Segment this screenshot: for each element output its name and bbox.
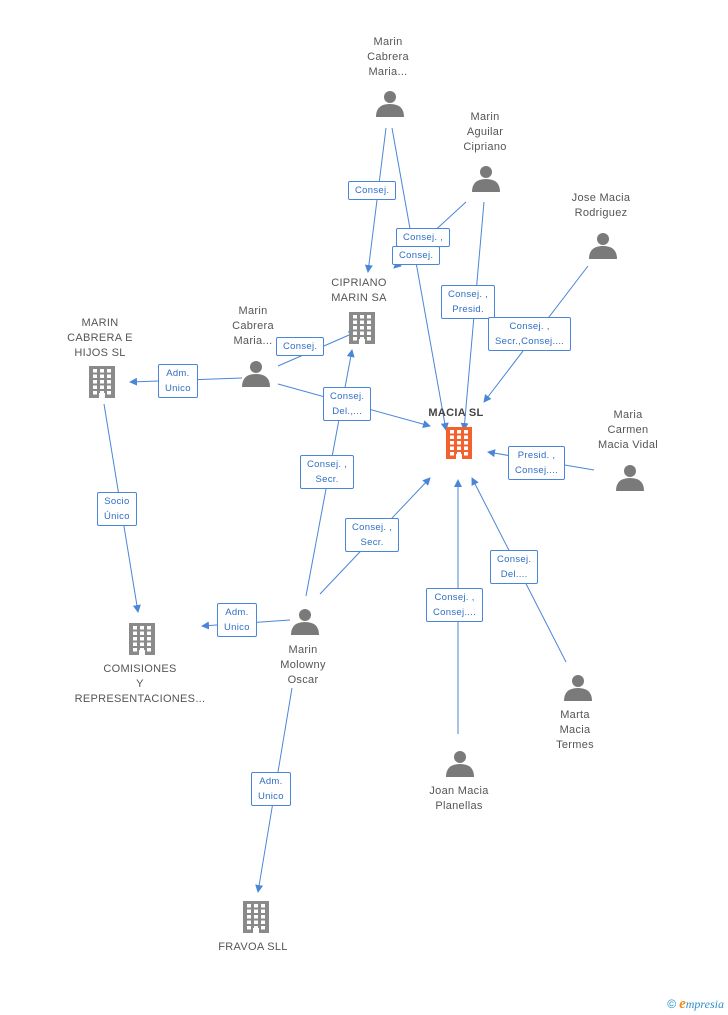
person-icon — [446, 751, 474, 777]
person-icon — [472, 166, 500, 192]
building-icon — [129, 623, 155, 655]
node-marin-cabrera-e-hijos[interactable]: MARIN CABRERA E HIJOS SL — [67, 317, 133, 359]
person-icon — [242, 361, 270, 387]
node-jose-macia[interactable]: Jose Macia Rodriguez — [571, 192, 631, 219]
building-icon — [89, 366, 115, 398]
role-label[interactable]: Consej. — [276, 337, 325, 356]
person-icon — [376, 91, 404, 117]
role-label[interactable]: Consej. , — [396, 228, 451, 247]
building-icon — [446, 427, 472, 459]
role-label[interactable]: Consej. , Secr.,Consej.... — [488, 317, 572, 351]
role-label[interactable]: Adm. Unico — [217, 603, 257, 637]
role-label[interactable]: Consej. — [392, 246, 441, 265]
node-joan-macia[interactable]: Joan Macia Planellas — [429, 785, 489, 812]
person-icon — [616, 465, 644, 491]
node-marin-cabrera-top[interactable]: Marin Cabrera Maria... — [367, 36, 409, 78]
role-label[interactable]: Consej. , Secr. — [300, 455, 355, 489]
node-fravoa[interactable]: FRAVOA SLL — [218, 941, 288, 953]
role-label[interactable]: Consej. Del.,... — [323, 387, 372, 421]
node-cipriano-marin[interactable]: CIPRIANO MARIN SA — [331, 277, 387, 304]
role-label[interactable]: Consej. , Secr. — [345, 518, 400, 552]
role-label[interactable]: Consej. — [348, 181, 397, 200]
node-comisiones[interactable]: COMISIONES Y REPRESENTACIONES... — [74, 663, 206, 705]
role-label[interactable]: Adm. Unico — [251, 772, 291, 806]
node-marta-macia[interactable]: Marta Macia Termes — [556, 709, 594, 751]
role-label[interactable]: Socio Único — [97, 492, 137, 526]
person-icon — [589, 233, 617, 259]
brand-logo: ©empresia — [667, 996, 724, 1012]
edge-line — [391, 127, 449, 431]
node-macia-sl[interactable]: MACIA SL — [428, 407, 484, 419]
node-marin-cabrera-mid[interactable]: Marin Cabrera Maria... — [232, 305, 274, 347]
role-label[interactable]: Consej. , Presid. — [441, 285, 496, 319]
building-icon — [243, 901, 269, 933]
role-label[interactable]: Consej. , Consej.... — [426, 588, 484, 622]
building-icon — [349, 312, 375, 344]
role-label[interactable]: Consej. Del.... — [490, 550, 539, 584]
node-maria-carmen[interactable]: Maria Carmen Macia Vidal — [598, 409, 658, 451]
person-icon — [564, 675, 592, 701]
role-label[interactable]: Presid. , Consej.... — [508, 446, 566, 480]
node-marin-aguilar[interactable]: Marin Aguilar Cipriano — [463, 111, 507, 153]
edge-line — [364, 127, 387, 273]
person-icon — [291, 609, 319, 635]
node-marin-molowny[interactable]: Marin Molowny Oscar — [280, 644, 326, 686]
role-label[interactable]: Adm. Unico — [158, 364, 198, 398]
